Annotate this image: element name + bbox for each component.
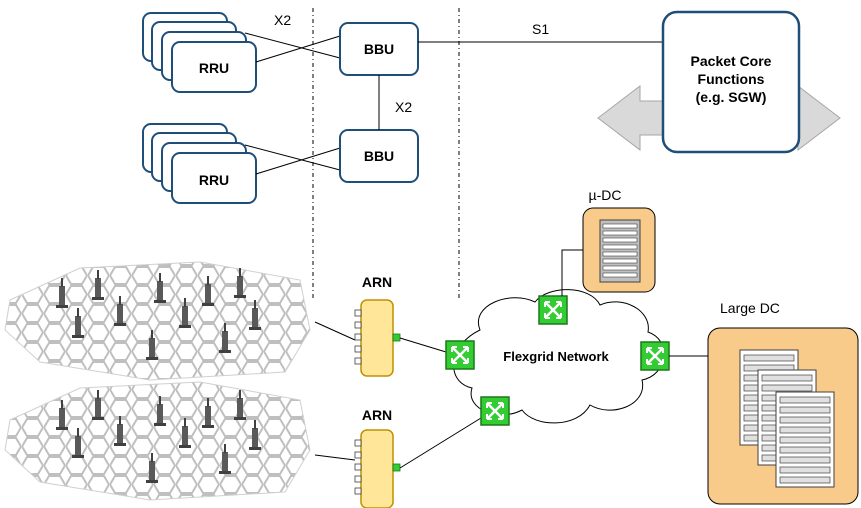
grid-arn-link-2 [314,454,356,461]
arn-switch-link-2 [399,417,482,469]
packet-core-box[interactable]: Packet Core Functions (e.g. SGW) [661,10,801,154]
arn-1[interactable]: ARN [354,274,401,377]
grid-arn-link-1 [314,321,356,341]
packet-core-line3: (e.g. SGW) [696,89,767,105]
s1-label: S1 [532,21,549,37]
rru-group-2[interactable]: RRU [142,123,257,204]
micro-dc-link [561,249,583,296]
arn-label: ARN [362,274,392,290]
large-dc[interactable] [707,327,859,505]
micro-dc-label: µ-DC [589,187,622,203]
cell-grid-1 [4,261,311,381]
x2-label-bbu: X2 [395,99,412,115]
flexgrid-cloud [453,289,665,424]
arn-switch-link-1 [399,337,447,353]
rru-label: RRU [199,60,229,76]
micro-dc[interactable] [582,207,656,293]
flexgrid-network-label: Flexgrid Network [503,349,609,364]
rru-group-1[interactable]: RRU [142,12,257,93]
switch-icon[interactable] [537,294,569,326]
switch-icon[interactable] [444,339,476,371]
x2-label-rru: X2 [274,12,291,28]
cell-grid-2 [4,381,311,501]
rru-bbu-links [244,32,341,175]
arn-label: ARN [362,407,392,423]
rru-label: RRU [199,172,229,188]
bbu-label: BBU [364,148,394,164]
large-dc-label: Large DC [720,300,780,316]
bbu-2[interactable]: BBU [339,129,419,183]
bbu-label: BBU [364,41,394,57]
packet-core-line2: Functions [698,71,765,87]
packet-core-line1: Packet Core [691,53,772,69]
arn-2[interactable]: ARN [354,407,401,508]
switch-icon[interactable] [479,395,511,427]
switch-icon[interactable] [639,340,671,372]
bbu-1[interactable]: BBU [339,22,419,76]
